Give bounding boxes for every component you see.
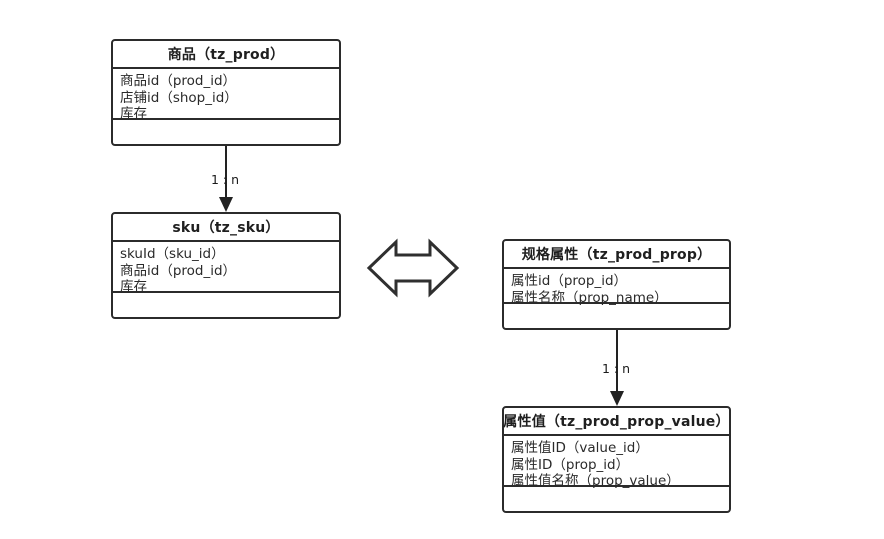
relation-line	[225, 146, 227, 197]
entity-tz-prod[interactable]: 商品（tz_prod） 商品id（prod_id） 店铺id（shop_id） …	[111, 39, 341, 146]
attribute-row: 属性名称（prop_name）	[511, 289, 668, 306]
entity-tz-prod-prop-value[interactable]: 属性值（tz_prod_prop_value） 属性值ID（value_id） …	[502, 406, 731, 513]
entity-title-tz-prod-prop-value: 属性值（tz_prod_prop_value）	[503, 408, 730, 436]
relation-label: 1 : n	[602, 361, 631, 376]
entity-attributes-tz-sku: skuId（sku_id） 商品id（prod_id） 库存	[113, 242, 339, 295]
attribute-row: 属性ID（prop_id）	[511, 456, 630, 473]
entity-tz-prod-prop[interactable]: 规格属性（tz_prod_prop） 属性id（prop_id） 属性名称（pr…	[502, 239, 731, 330]
double-headed-arrow-icon	[366, 238, 460, 298]
entity-title-tz-prod: 商品（tz_prod）	[113, 41, 339, 69]
relation-label: 1 : n	[211, 172, 240, 187]
attribute-row: 商品id（prod_id）	[120, 73, 237, 89]
entity-title-tz-prod-prop: 规格属性（tz_prod_prop）	[504, 241, 729, 269]
attribute-row: 商品id（prod_id）	[120, 262, 237, 279]
attribute-row: 店铺id（shop_id）	[120, 89, 238, 106]
relation-line	[616, 330, 618, 391]
entity-title-tz-sku: sku（tz_sku）	[113, 214, 339, 242]
entity-methods-tz-prod	[113, 120, 339, 144]
entity-methods-tz-prod-prop-value	[504, 487, 729, 511]
attribute-row: skuId（sku_id）	[120, 246, 225, 262]
entity-methods-tz-prod-prop	[504, 304, 729, 328]
attribute-row: 库存	[120, 106, 147, 122]
relation-arrowhead-icon	[610, 391, 624, 406]
entity-attributes-tz-prod-prop-value: 属性值ID（value_id） 属性ID（prop_id） 属性值名称（prop…	[504, 436, 729, 489]
attribute-row: 属性值ID（value_id）	[511, 440, 649, 456]
entity-methods-tz-sku	[113, 293, 339, 317]
entity-attributes-tz-prod: 商品id（prod_id） 店铺id（shop_id） 库存	[113, 69, 339, 122]
entity-tz-sku[interactable]: sku（tz_sku） skuId（sku_id） 商品id（prod_id） …	[111, 212, 341, 319]
attribute-row: 库存	[120, 279, 147, 295]
attribute-row: 属性值名称（prop_value）	[511, 473, 680, 489]
relation-arrowhead-icon	[219, 197, 233, 212]
entity-attributes-tz-prod-prop: 属性id（prop_id） 属性名称（prop_name）	[504, 269, 729, 306]
attribute-row: 属性id（prop_id）	[511, 273, 628, 289]
